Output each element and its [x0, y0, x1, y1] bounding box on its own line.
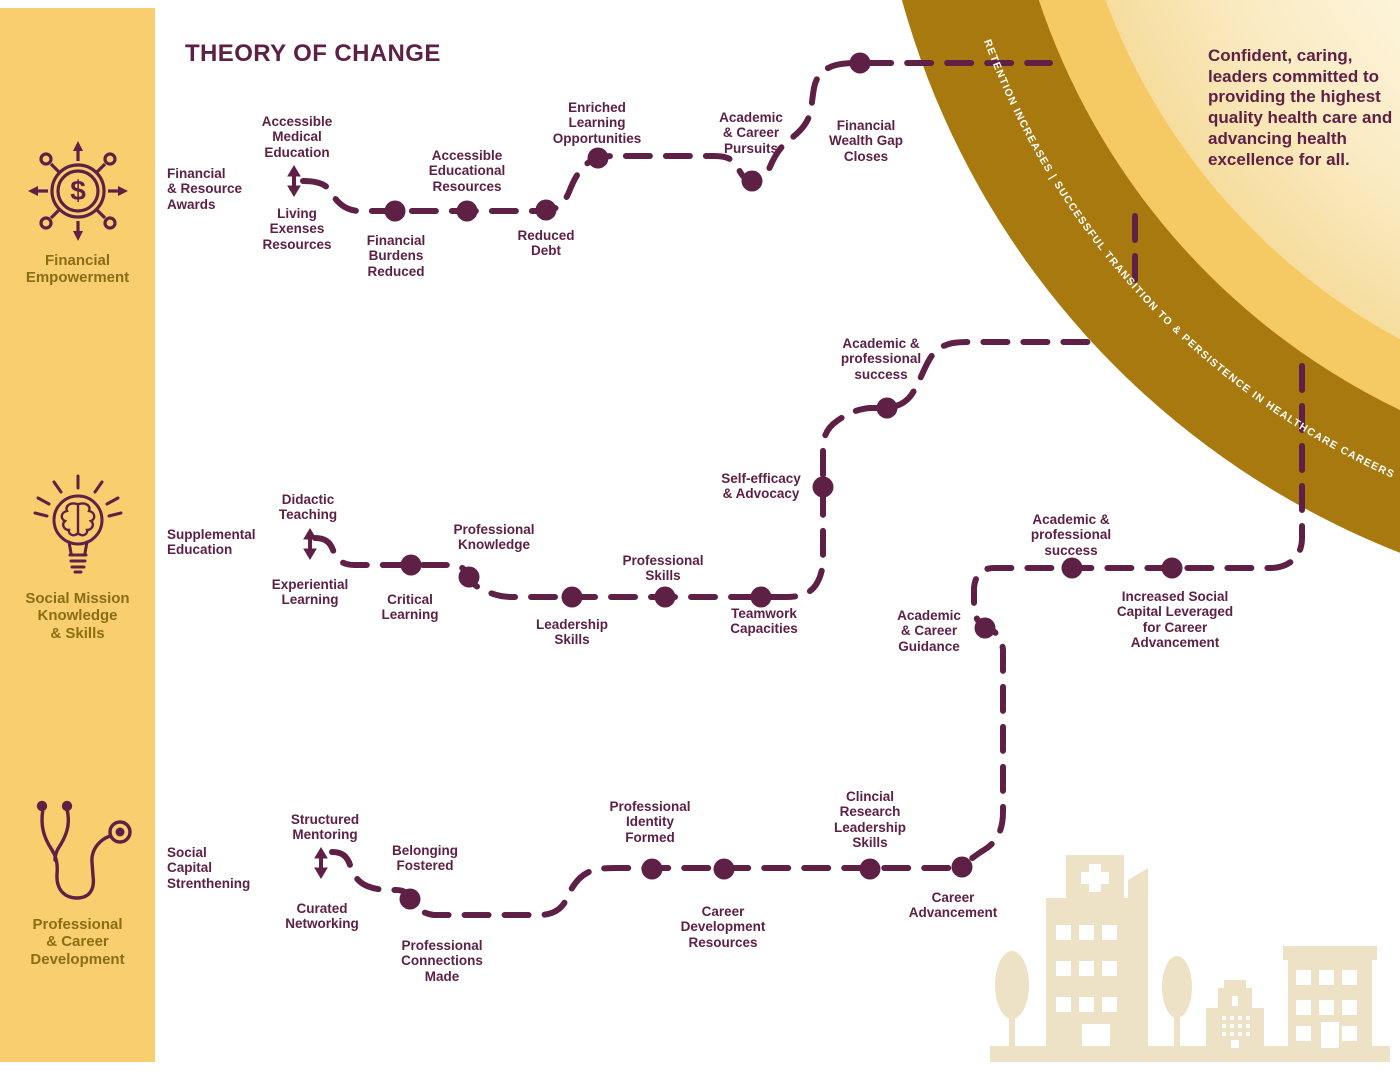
milestone-node: [876, 397, 898, 419]
sidebar-item-label: Professional & Career Development: [30, 916, 125, 968]
step-label: Financial Burdens Reduced: [366, 233, 426, 279]
milestone-node: [849, 52, 871, 74]
milestone-node: [561, 586, 583, 608]
building-windows: [1296, 970, 1357, 1048]
milestone-nodes: [384, 52, 1183, 910]
step-label: Professional Knowledge: [453, 522, 535, 553]
dollar-sign: $: [70, 175, 86, 206]
swap-arrows: [287, 165, 328, 879]
milestone-node: [713, 858, 735, 880]
step-label: Enriched Learning Opportunities: [552, 100, 642, 146]
step-label: Living Exenses Resources: [262, 206, 332, 252]
up-down-arrow-icon: [287, 165, 301, 197]
milestone-node: [654, 586, 676, 608]
milestone-node: [741, 170, 763, 192]
up-down-arrow-icon: [303, 528, 317, 560]
step-label: Academic & Career Guidance: [897, 608, 961, 654]
row-lead-label: Social Capital Strenthening: [167, 845, 251, 891]
step-label: Belonging Fostered: [392, 843, 458, 874]
step-label: Self-efficacy & Advocacy: [721, 471, 801, 502]
category-sidebar: $ Financial Empowerment Social Mission K…: [0, 8, 155, 1062]
step-label: Accessible Medical Education: [261, 114, 333, 160]
milestone-node: [399, 888, 421, 910]
step-label: Accessible Educational Resources: [428, 148, 506, 194]
sidebar-item-social-mission: Social Mission Knowledge & Skills: [0, 460, 155, 642]
page-title: THEORY OF CHANGE: [185, 40, 441, 68]
step-label: Increased Social Capital Leveraged for C…: [1116, 589, 1234, 651]
step-label: Financial Wealth Gap Closes: [828, 118, 903, 164]
step-label: Professional Identity Formed: [609, 799, 691, 845]
sidebar-item-label: Social Mission Knowledge & Skills: [25, 590, 130, 642]
hospital-windows: [1056, 925, 1117, 1046]
row-lead-label: Supplemental Education: [167, 527, 256, 558]
milestone-node: [1161, 557, 1183, 579]
step-label: Leadership Skills: [535, 617, 609, 648]
arc-inner-glow: [1105, 0, 1400, 340]
vision-statement: Confident, caring, leaders committed to …: [1208, 46, 1393, 169]
milestone-node: [458, 566, 480, 588]
milestone-node: [400, 554, 422, 576]
milestone-node: [859, 858, 881, 880]
milestone-node: [587, 147, 609, 169]
step-label: Academic & Career Pursuits: [719, 110, 783, 156]
sidebar-item-label: Financial Empowerment: [25, 252, 130, 287]
step-label: Teamwork Capacities: [730, 606, 798, 637]
stethoscope-icon: [36, 800, 132, 900]
brain-bulb-icon: [33, 474, 122, 574]
step-label: Academic & professional success: [840, 336, 922, 382]
milestone-node: [535, 199, 557, 221]
milestone-node: [1061, 557, 1083, 579]
milestone-node: [456, 200, 478, 222]
step-label: Career Advancement: [908, 890, 998, 921]
up-down-arrow-icon: [314, 847, 328, 879]
milestone-node: [750, 586, 772, 608]
money-network-icon: $: [27, 141, 128, 241]
step-label: Academic & professional success: [1030, 512, 1112, 558]
step-label: Critical Learning: [381, 592, 439, 623]
step-label: Professional Connections Made: [401, 938, 483, 984]
step-label: Career Development Resources: [680, 904, 766, 950]
step-label: Reduced Debt: [517, 228, 575, 259]
milestone-node: [641, 858, 663, 880]
step-label: Didactic Teaching: [278, 492, 338, 523]
sidebar-item-financial-empowerment: $ Financial Empowerment: [0, 136, 155, 287]
row-lead-label: Financial & Resource Awards: [167, 166, 243, 212]
milestone-node: [974, 617, 996, 639]
milestone-node: [384, 200, 406, 222]
step-label: Curated Networking: [285, 901, 359, 932]
city-skyline-icon: [990, 855, 1390, 1062]
step-label: Professional Skills: [622, 553, 704, 584]
milestone-node: [812, 476, 834, 498]
golden-arc: [901, 0, 1400, 553]
sidebar-item-professional-development: Professional & Career Development: [0, 798, 155, 968]
step-label: Clincial Research Leadership Skills: [833, 789, 907, 851]
milestone-node: [951, 856, 973, 878]
brain-squiggle: [60, 502, 95, 537]
step-label: Structured Mentoring: [290, 812, 360, 843]
step-label: Experiential Learning: [271, 577, 349, 608]
social-mission-path: [312, 339, 1095, 600]
clinic-windows: [1222, 996, 1250, 1048]
